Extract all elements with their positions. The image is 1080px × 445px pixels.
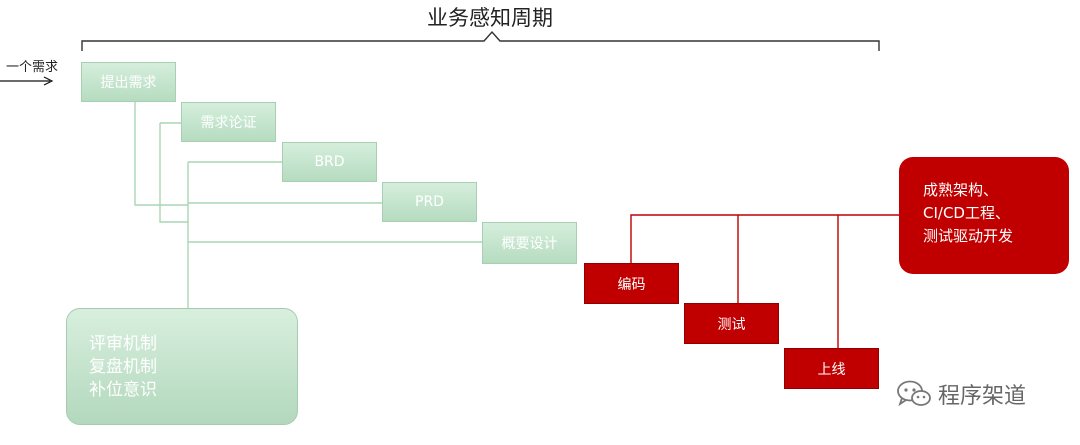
step-prd: PRD	[382, 182, 477, 222]
diagram-title: 业务感知周期	[427, 6, 553, 30]
mechanism-retrospective: 复盘机制	[89, 357, 157, 377]
mechanism-backup-awareness: 补位意识	[89, 380, 157, 400]
mechanisms-box: 评审机制 复盘机制 补位意识	[66, 308, 298, 425]
practice-cicd: CI/CD工程、	[923, 204, 1010, 222]
practice-architecture: 成熟架构、	[923, 181, 999, 199]
step-outline-design: 概要设计	[482, 222, 577, 264]
mechanism-review: 评审机制	[89, 334, 157, 354]
wechat-icon	[897, 380, 931, 407]
input-arrow	[0, 76, 54, 86]
step-brd: BRD	[282, 142, 377, 182]
step-release: 上线	[784, 348, 879, 389]
step-testing: 测试	[684, 303, 779, 344]
practices-box: 成熟架构、 CI/CD工程、 测试驱动开发	[899, 157, 1069, 274]
red-connectors	[630, 214, 899, 349]
period-bracket	[81, 30, 880, 51]
watermark-text: 程序架道	[938, 384, 1027, 409]
step-requirement-review: 需求论证	[181, 102, 276, 142]
input-label: 一个需求	[6, 60, 59, 75]
step-propose-requirement: 提出需求	[81, 62, 176, 102]
green-connectors	[134, 101, 483, 308]
step-coding: 编码	[584, 263, 679, 304]
practice-tdd: 测试驱动开发	[923, 227, 1014, 245]
watermark: 程序架道	[896, 378, 1026, 410]
